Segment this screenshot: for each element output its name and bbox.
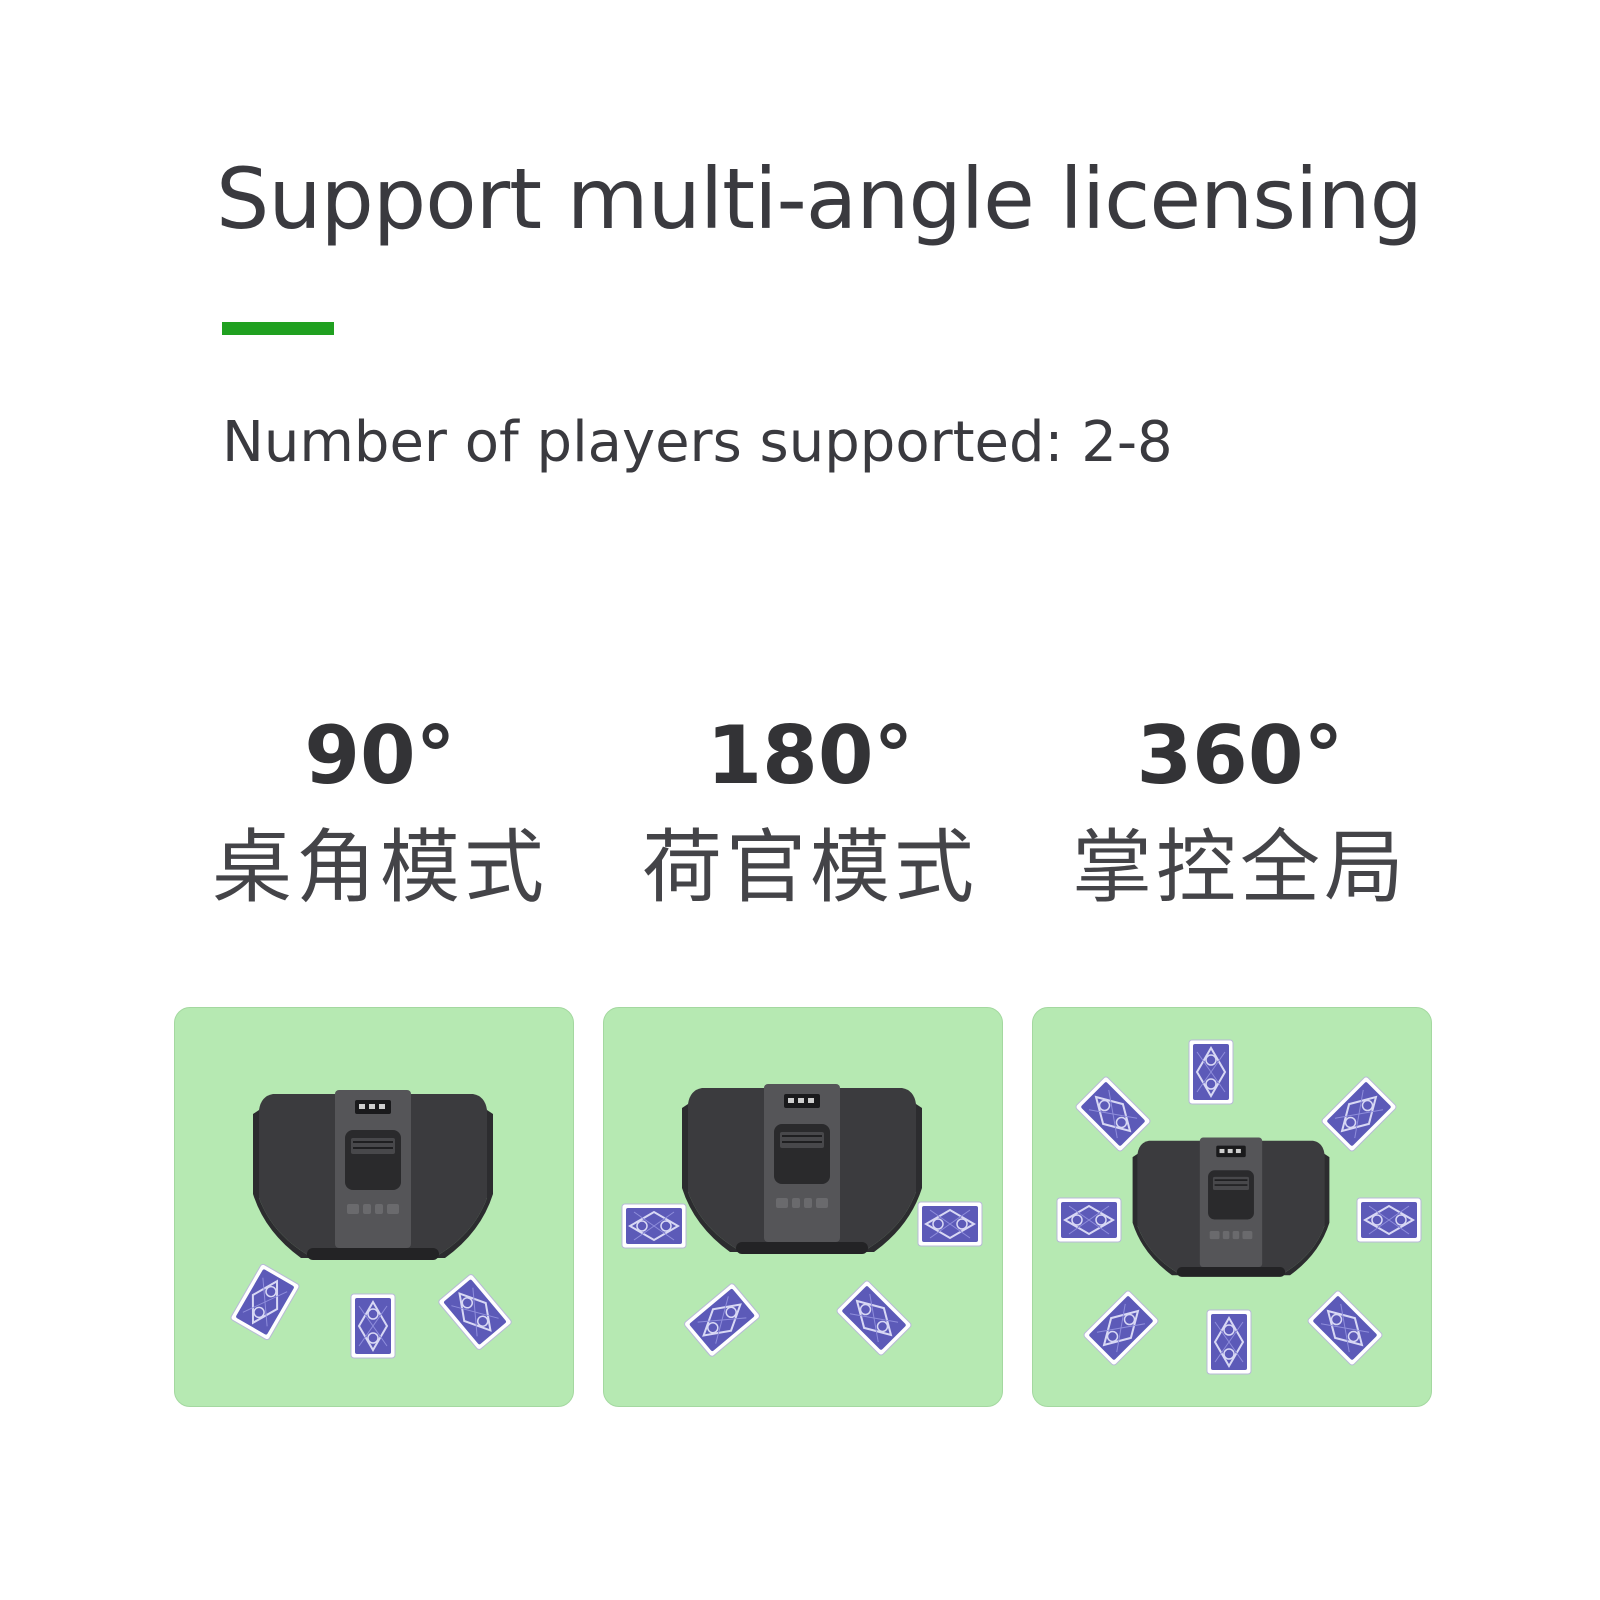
playing-card-back-icon: [917, 1201, 983, 1247]
playing-card-back-icon: [1081, 1288, 1161, 1368]
playing-card-back-icon: [682, 1281, 762, 1359]
mode-360-table: [1032, 1007, 1432, 1407]
mode-name: 掌控全局: [1072, 821, 1408, 914]
card-dealer-machine-icon: [252, 1089, 494, 1261]
playing-card-back-icon: [1206, 1309, 1252, 1375]
players-supported-text: Number of players supported: 2-8: [222, 410, 1173, 475]
playing-card-back-icon: [1073, 1074, 1153, 1154]
playing-card-back-icon: [621, 1203, 687, 1249]
mode-name: 荷官模式: [642, 821, 978, 914]
mode-90-table: [174, 1007, 574, 1407]
card-dealer-machine-icon: [681, 1083, 923, 1255]
playing-card-back-icon: [436, 1272, 514, 1352]
playing-card-back-icon: [1188, 1039, 1234, 1105]
playing-card-back-icon: [834, 1278, 914, 1358]
mode-angle: 360°: [1136, 709, 1344, 802]
mode-180: 180° 荷官模式: [600, 708, 1020, 918]
mode-angle: 180°: [706, 709, 914, 802]
title-accent-bar: [222, 322, 334, 335]
mode-angle: 90°: [304, 709, 456, 802]
playing-card-back-icon: [1056, 1197, 1122, 1243]
playing-card-back-icon: [1356, 1197, 1422, 1243]
playing-card-back-icon: [350, 1293, 396, 1359]
mode-360: 360° 掌控全局: [1030, 708, 1450, 918]
playing-card-back-icon: [1319, 1074, 1399, 1154]
mode-name: 桌角模式: [212, 821, 548, 914]
mode-180-table: [603, 1007, 1003, 1407]
mode-90: 90° 桌角模式: [170, 708, 590, 918]
card-dealer-machine-icon: [1131, 1136, 1331, 1278]
playing-card-back-icon: [228, 1262, 302, 1342]
page-title: Support multi-angle licensing: [216, 150, 1423, 248]
playing-card-back-icon: [1305, 1288, 1385, 1368]
